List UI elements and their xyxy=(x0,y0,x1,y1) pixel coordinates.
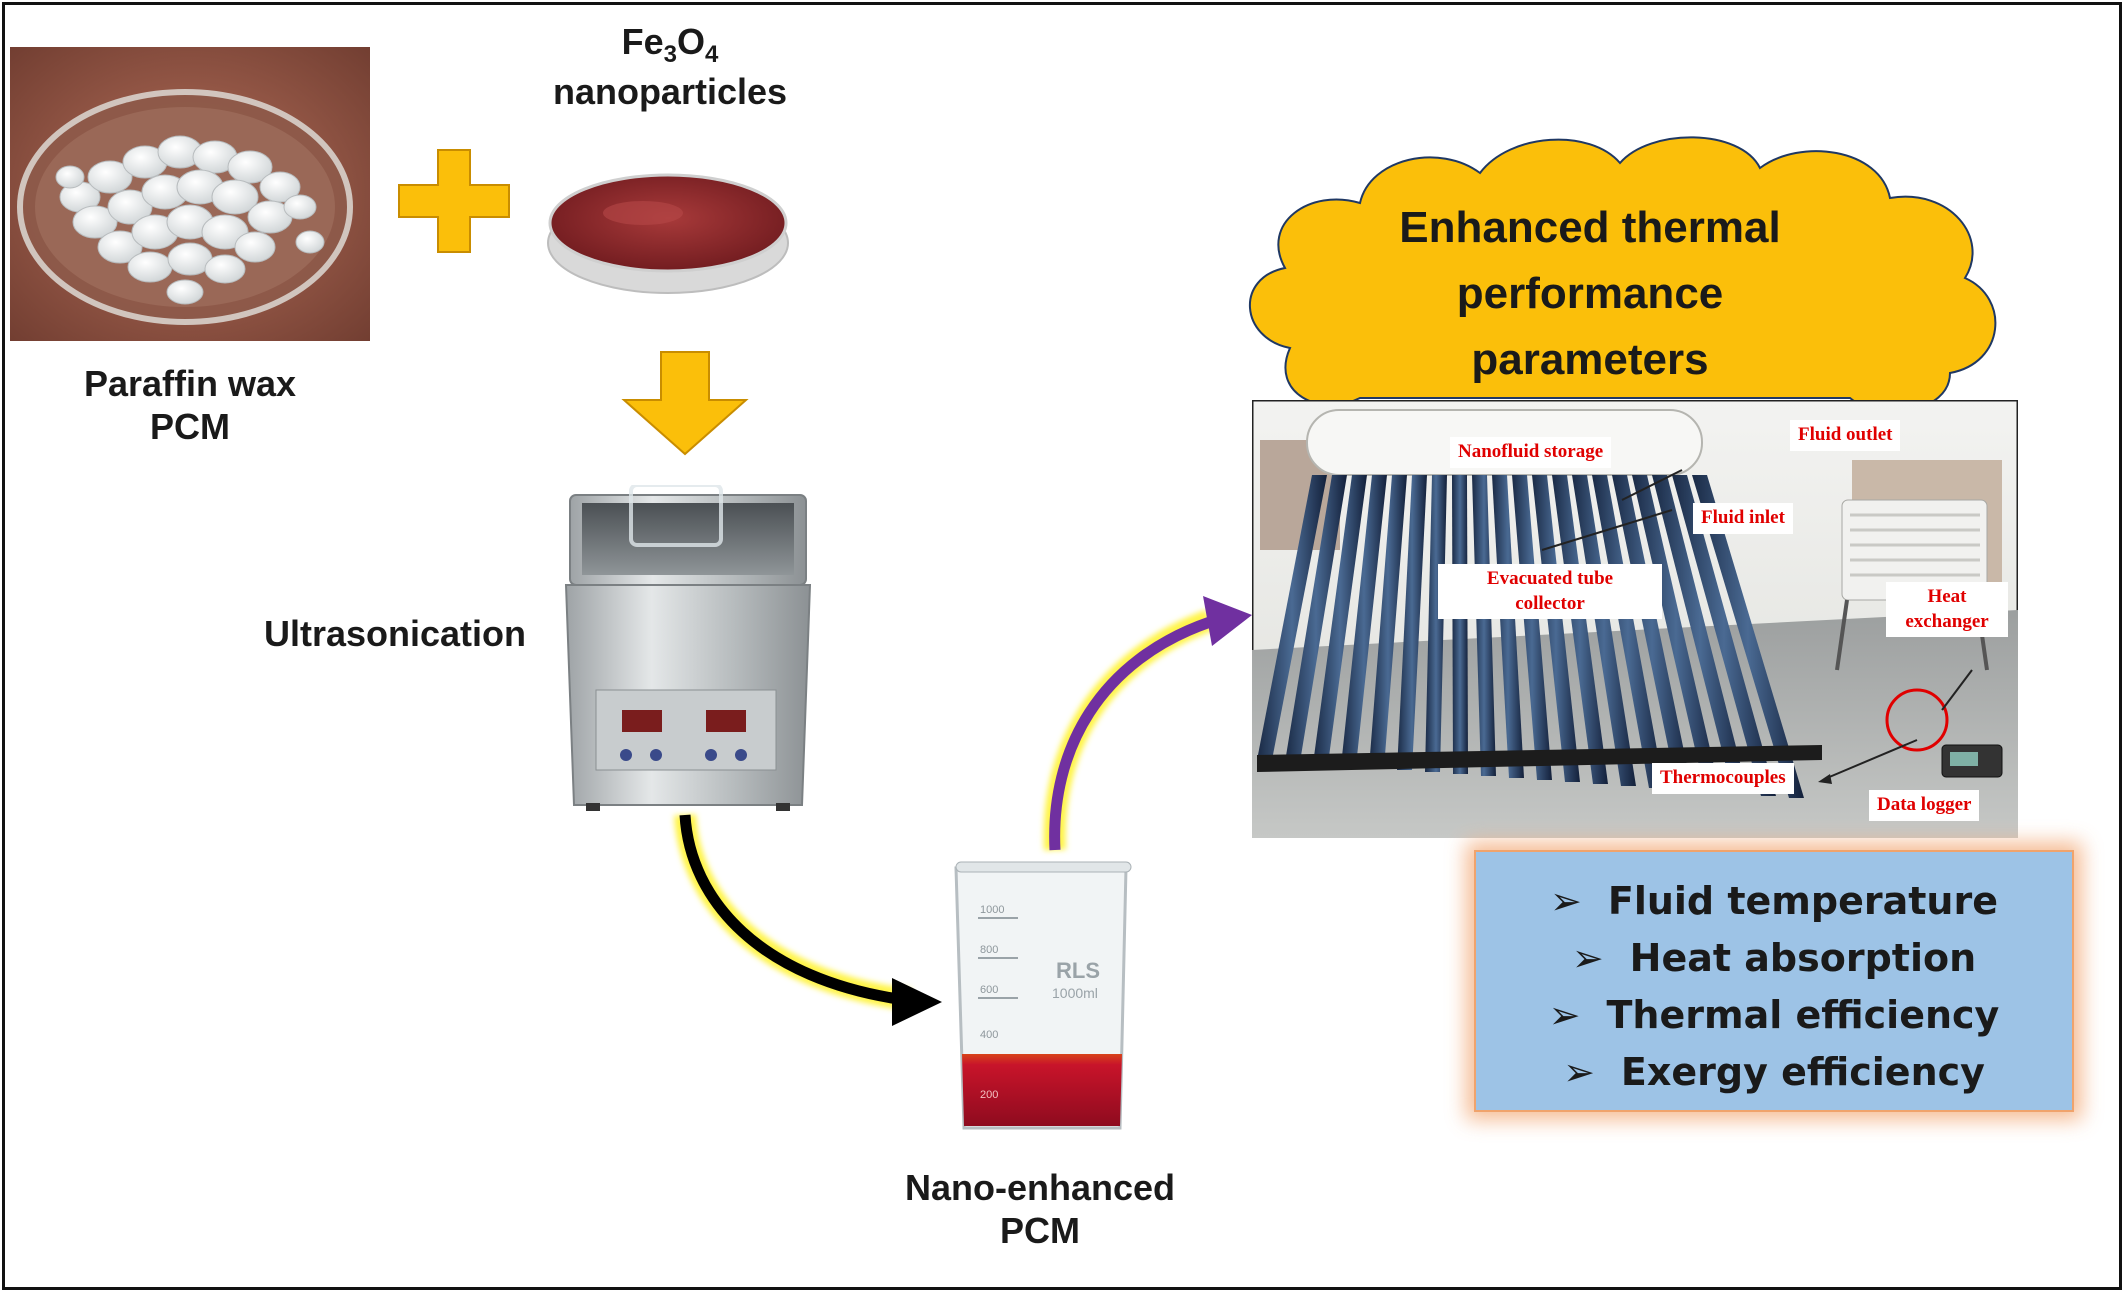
beaker-brand: RLS xyxy=(1056,958,1100,983)
ultrasonic-bath-photo xyxy=(564,485,812,811)
bullet-chevron-icon: ➢ xyxy=(1563,1049,1595,1094)
paraffin-label-line2: PCM xyxy=(150,406,230,448)
purple-arrow-head xyxy=(1203,596,1252,646)
paraffin-label: Paraffin wax PCM xyxy=(40,362,340,448)
nepcm-label-line2: PCM xyxy=(1000,1210,1080,1252)
bullet-chevron-icon: ➢ xyxy=(1548,992,1581,1037)
label-fluid-inlet: Fluid inlet xyxy=(1693,503,1793,534)
paraffin-wax-photo xyxy=(10,47,370,341)
beaker-tick-1000: 1000 xyxy=(980,904,1004,916)
label-evacuated-tube-collector: Evacuated tube collector xyxy=(1438,564,1662,620)
beaker-volume: 1000ml xyxy=(1052,985,1098,1001)
beaker-tick-800: 800 xyxy=(980,944,998,956)
plus-icon xyxy=(398,149,510,253)
label-evacuated-line2: collector xyxy=(1515,592,1585,614)
cloud-line1: Enhanced thermal xyxy=(1399,203,1781,252)
cloud-line2: performance xyxy=(1456,269,1724,318)
black-arrow-head xyxy=(892,978,942,1026)
bullet-chevron-icon: ➢ xyxy=(1550,878,1582,923)
black-arrow-shaft xyxy=(679,814,906,1006)
beaker-photo: 1000 800 600 400 200 RLS 1000ml xyxy=(954,861,1132,1130)
label-fluid-outlet: Fluid outlet xyxy=(1790,420,1901,451)
down-arrow xyxy=(621,351,749,456)
label-heat-line2: exchanger xyxy=(1905,610,1989,632)
label-heat-line1: Heat xyxy=(1927,586,1967,607)
parameters-panel: ➢Fluid temperature ➢Heat absorption ➢The… xyxy=(1474,850,2074,1112)
label-nanofluid-storage: Nanofluid storage xyxy=(1450,437,1612,468)
cloud-text: Enhanced thermal performance parameters xyxy=(1300,195,1880,393)
param-item-exergy-efficiency: ➢Exergy efficiency xyxy=(1563,1049,1985,1094)
paraffin-label-line1: Paraffin wax xyxy=(83,363,297,404)
ultrasonication-label: Ultrasonication xyxy=(263,613,527,654)
param-item-thermal-efficiency: ➢Thermal efficiency xyxy=(1548,992,2000,1037)
label-evacuated-line1: Evacuated tube xyxy=(1486,568,1614,589)
nepcm-label-line1: Nano-enhanced xyxy=(904,1167,1176,1208)
purple-arrow-shaft xyxy=(1049,616,1212,851)
bullet-chevron-icon: ➢ xyxy=(1571,935,1604,980)
beaker-tick-600: 600 xyxy=(980,984,998,996)
param-item-heat-absorption: ➢Heat absorption xyxy=(1571,935,1977,980)
label-data-logger: Data logger xyxy=(1869,790,1980,821)
beaker-tick-200: 200 xyxy=(980,1089,998,1101)
beaker-tick-400: 400 xyxy=(980,1029,998,1041)
nepcm-label: Nano-enhanced PCM xyxy=(880,1166,1200,1252)
thermocouple-highlight xyxy=(1885,688,1949,752)
fe3o4-formula: Fe3O4 xyxy=(621,21,719,69)
nanoparticles-label-line2: nanoparticles xyxy=(552,70,788,112)
label-heat-exchanger: Heat exchanger xyxy=(1886,582,2008,638)
label-thermocouples: Thermocouples xyxy=(1652,763,1794,794)
nanoparticles-label: Fe3O4 nanoparticles xyxy=(540,20,800,113)
fe3o4-dish-photo xyxy=(547,173,789,294)
cloud-line3: parameters xyxy=(1471,335,1709,384)
param-item-fluid-temperature: ➢Fluid temperature xyxy=(1550,878,1998,923)
